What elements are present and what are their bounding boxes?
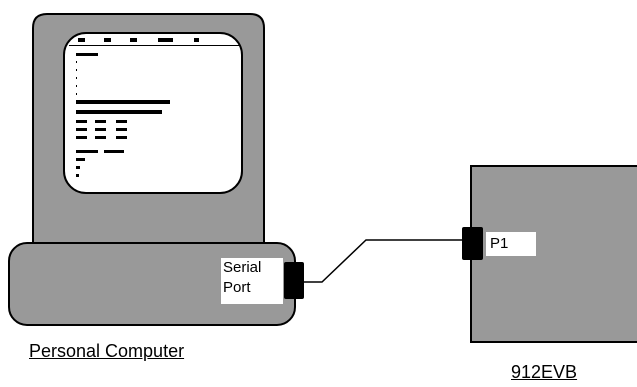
p1-label: P1 <box>486 232 536 256</box>
serial-port-label-line-2: Port <box>223 279 251 296</box>
screen-cursor-dot-2 <box>76 69 77 71</box>
screen-cursor-dot-1 <box>76 61 77 63</box>
screen-cell-3 <box>116 120 127 123</box>
screen-cursor-dot-3 <box>76 77 77 79</box>
screen-cell-1 <box>76 120 87 123</box>
evb-caption: 912EVB <box>511 362 578 382</box>
serial-port-connector <box>284 262 304 299</box>
screen-line-5 <box>76 158 85 161</box>
screen-cell-5 <box>95 128 106 131</box>
screen-cursor-dot-5 <box>76 93 77 95</box>
screen-line-6 <box>76 166 80 169</box>
screen-cursor-dot-4 <box>76 85 77 87</box>
screen-menu-dash-4 <box>158 38 173 42</box>
screen-cell-7 <box>76 136 87 139</box>
screen-cell-8 <box>95 136 106 139</box>
screen-menu-dash-3 <box>130 38 137 42</box>
screen-line-4b <box>104 150 124 153</box>
serial-port-label: Serial Port <box>221 258 283 304</box>
screen-cell-4 <box>76 128 87 131</box>
screen-cell-6 <box>116 128 127 131</box>
screen-line-3 <box>76 110 162 114</box>
evb-board <box>470 165 637 343</box>
serial-port-label-line-1: Serial <box>223 259 262 276</box>
screen-menu-dash-5 <box>194 38 199 42</box>
screen-line-7 <box>76 174 79 177</box>
screen-menu-dash-2 <box>104 38 111 42</box>
screen-line-4a <box>76 150 98 153</box>
screen-cell-2 <box>95 120 106 123</box>
p1-connector <box>462 227 483 260</box>
screen-line-1 <box>76 53 98 56</box>
screen-line-2 <box>76 100 170 104</box>
pc-caption: Personal Computer <box>29 341 185 361</box>
screen-cell-9 <box>116 136 127 139</box>
screen-menu-dash-1 <box>78 38 85 42</box>
screen-menu-rule <box>69 45 239 46</box>
screen-content <box>69 38 239 177</box>
serial-cable <box>304 239 462 283</box>
